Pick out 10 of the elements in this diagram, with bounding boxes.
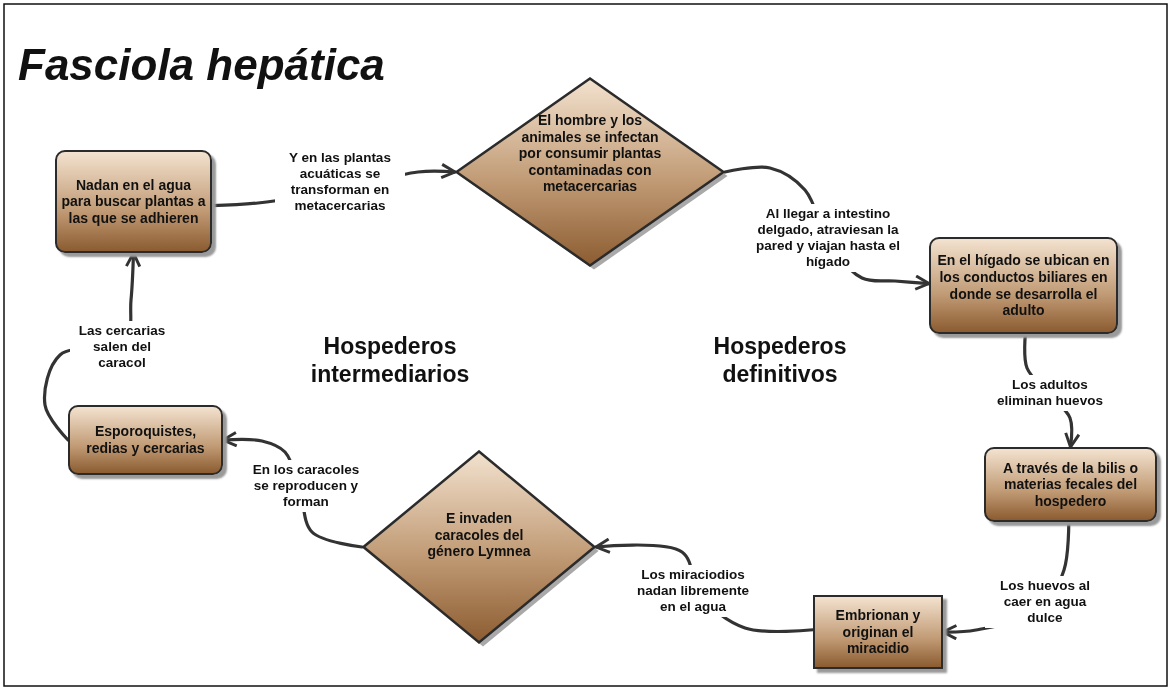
process-box: En el hígado se ubican en los conductos biliares en donde se desarrolla el adulto: [929, 237, 1118, 334]
region-heading: Hospederos definitivos: [712, 333, 848, 389]
region-heading: Hospederos intermediarios: [309, 333, 471, 389]
process-box: A través de la bilis o materias fecales del hospedero: [984, 447, 1157, 522]
process-box: Esporoquistes, redias y cercarias: [68, 405, 223, 475]
diagram-title: Fasciola hepática: [18, 40, 385, 90]
node-text: El hombre y los animales se infectan por consumir plantas contaminadas con metacercarias: [517, 112, 663, 195]
process-box: Embrionan y originan el miracidio: [813, 595, 943, 669]
process-box: Nadan en el agua para buscar plantas a las que se adhieren: [55, 150, 212, 253]
node-text: E invaden caracoles del género Lymnea: [426, 510, 532, 560]
